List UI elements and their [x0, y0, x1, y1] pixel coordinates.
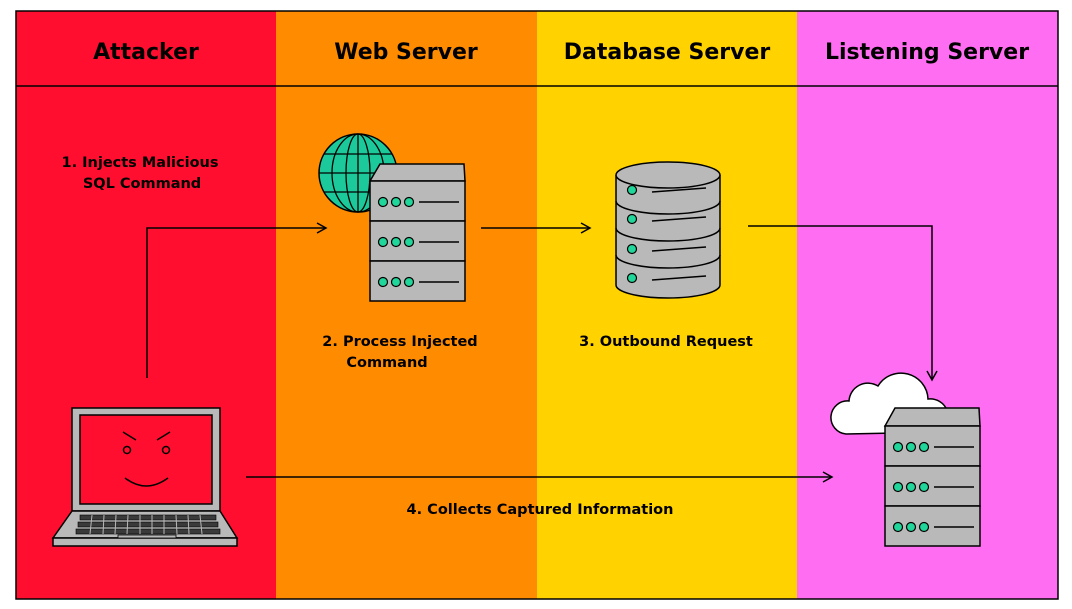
step1-label-line2: SQL Command — [83, 176, 201, 192]
step3-label: 3. Outbound Request — [579, 334, 753, 350]
lane-web-server — [276, 11, 537, 599]
lane-title-database-server: Database Server — [564, 40, 771, 65]
step2-label-line1: 2. Process Injected — [322, 334, 477, 350]
step1-label-line1: 1. Injects Malicious — [61, 155, 218, 171]
lane-title-attacker: Attacker — [93, 40, 199, 65]
listening-server-icon — [883, 407, 981, 547]
diagram-frame — [15, 10, 1059, 600]
arrow-attacker-to-web-server — [146, 222, 328, 378]
angry-face-icon — [122, 431, 171, 487]
step4-label: 4. Collects Captured Information — [407, 502, 674, 518]
lane-title-web-server: Web Server — [334, 40, 478, 65]
lane-title-listening-server: Listening Server — [825, 40, 1029, 65]
web-server-icon — [368, 163, 466, 302]
keyboard — [75, 514, 221, 535]
lane-database-server — [537, 11, 797, 599]
step2-label-line2: Command — [346, 355, 427, 371]
database-icon — [615, 161, 721, 299]
arrow-database-to-listening — [748, 225, 938, 382]
laptop-icon — [51, 407, 239, 547]
